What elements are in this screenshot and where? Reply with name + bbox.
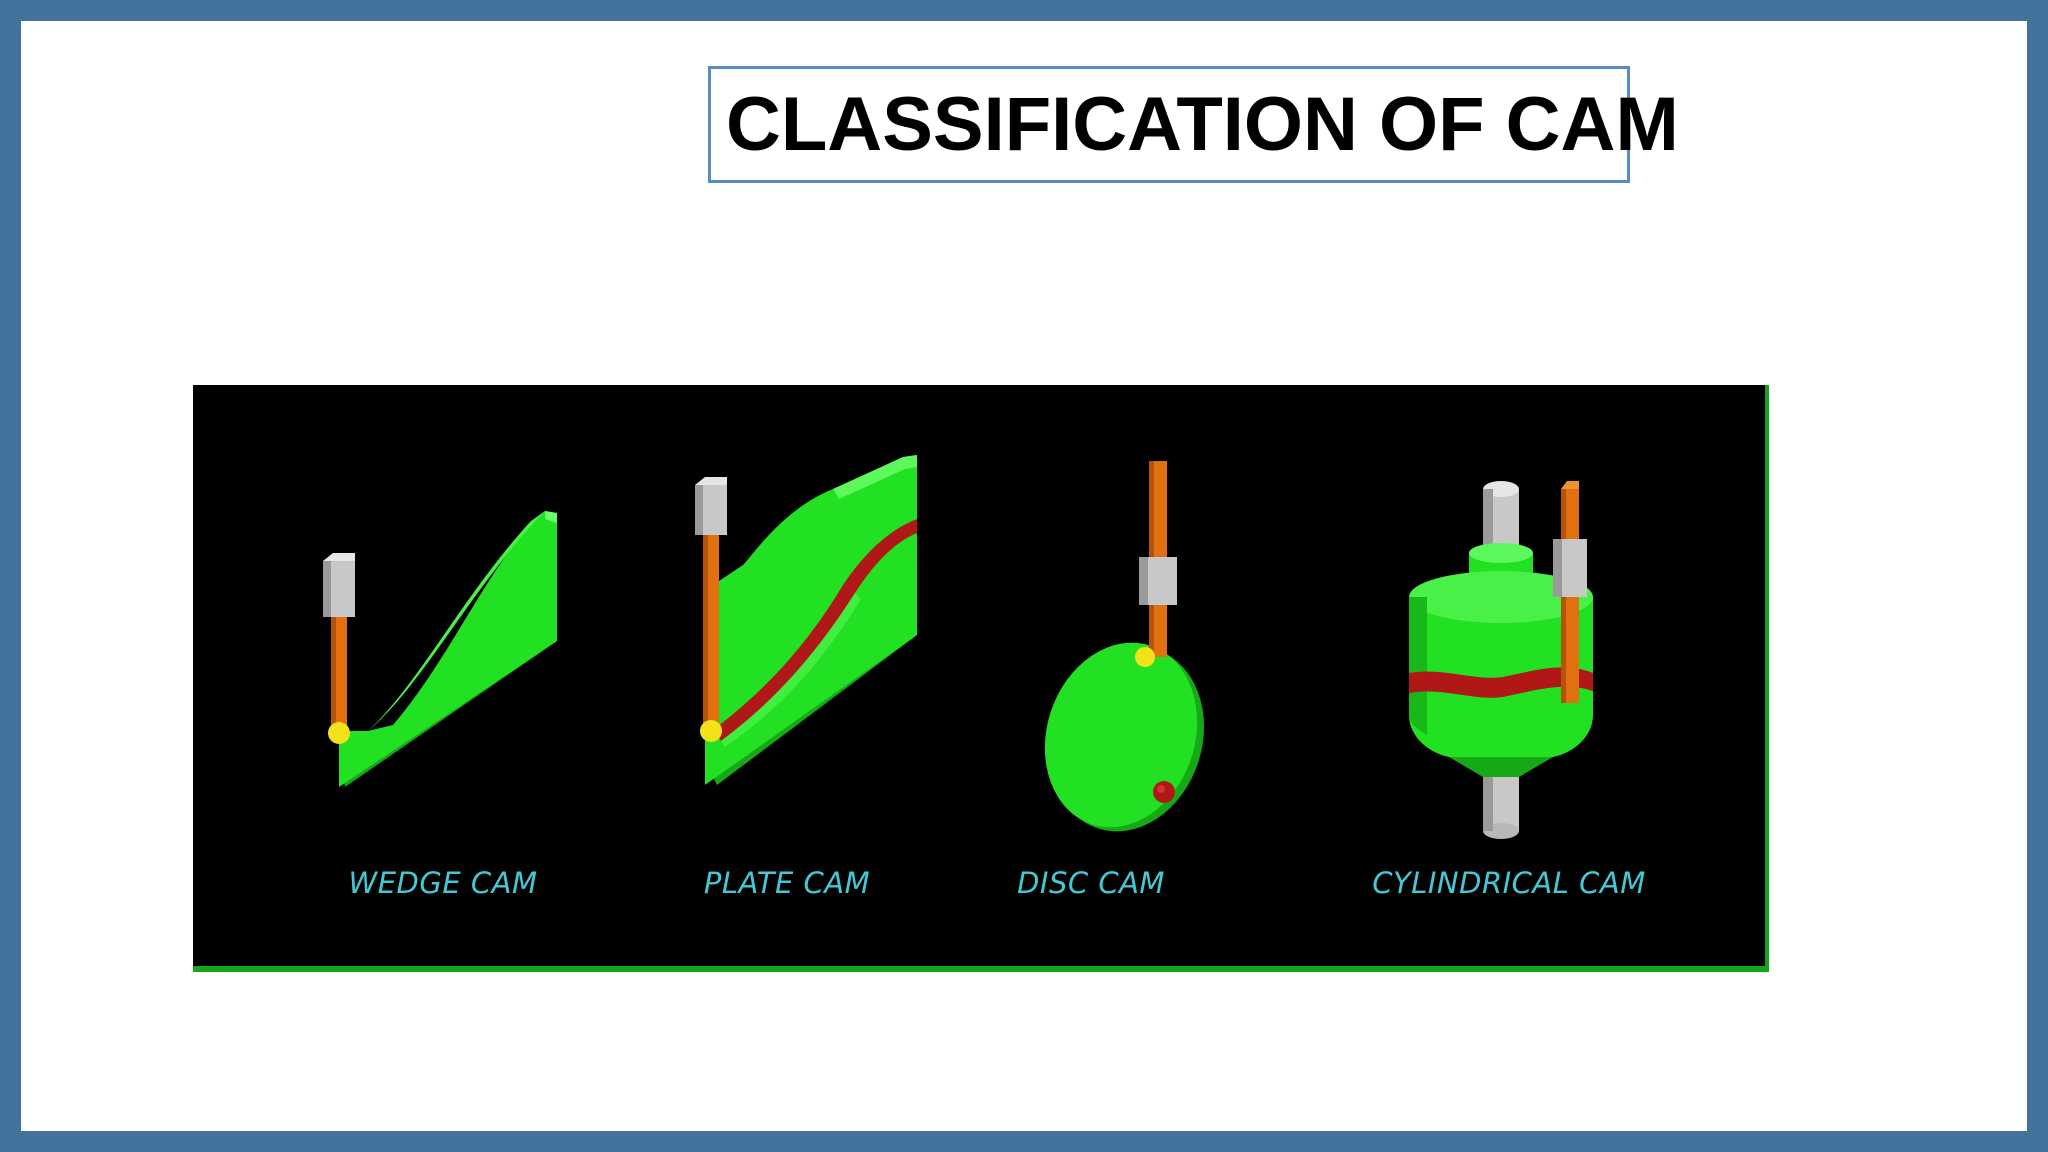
cam-classification-figure: WEDGE CAM PLATE CAM DISC CAM CYLINDRICAL…: [193, 385, 1769, 972]
cam-groove: [1409, 667, 1593, 698]
shaft: [1153, 781, 1175, 803]
slide-title: CLASSIFICATION OF CAM: [726, 82, 1679, 167]
wedge-cam-illustration: [323, 511, 557, 787]
cam-illustrations: WEDGE CAM PLATE CAM DISC CAM CYLINDRICAL…: [323, 455, 1645, 900]
roller: [328, 722, 350, 744]
plate-cam-label: PLATE CAM: [704, 866, 870, 900]
disc: [1044, 642, 1198, 828]
disc-cam-illustration: [1044, 461, 1205, 832]
wedge-cam-label: WEDGE CAM: [349, 866, 538, 900]
roller: [700, 720, 722, 742]
cylindrical-cam-label: CYLINDRICAL CAM: [1372, 866, 1645, 900]
cylindrical-cam-illustration: [1409, 481, 1593, 839]
disc-cam-label: DISC CAM: [1017, 866, 1165, 900]
roller: [1135, 647, 1155, 667]
plate-cam-illustration: [695, 455, 917, 785]
title-box: CLASSIFICATION OF CAM: [708, 66, 1679, 183]
cam-groove: [713, 519, 917, 741]
